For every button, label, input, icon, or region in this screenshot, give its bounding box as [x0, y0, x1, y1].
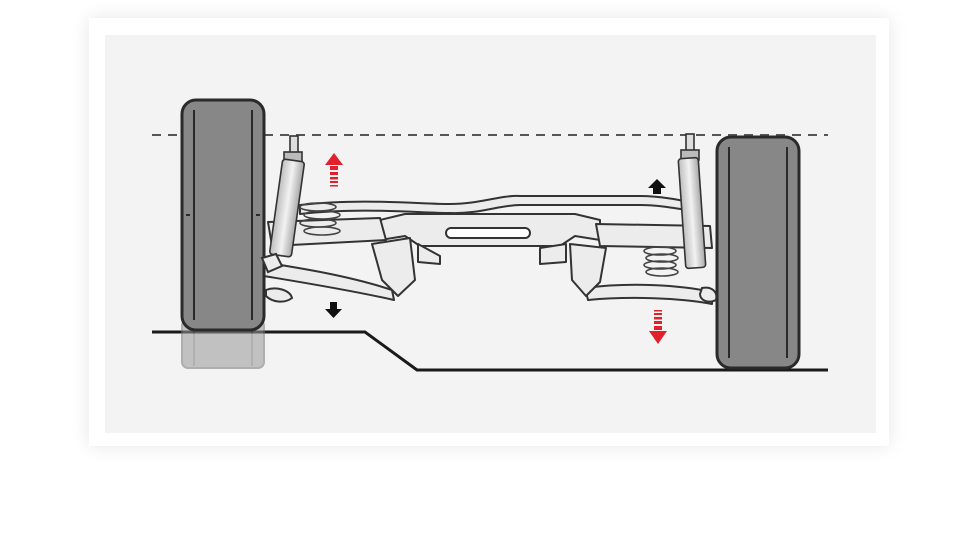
right-wheel-down-arrow: [649, 310, 667, 344]
right-shock-up-arrow: [648, 179, 666, 194]
left-shock-absorber: [269, 135, 305, 258]
right-tire: [715, 135, 801, 370]
center-slot: [445, 227, 531, 239]
left-coil-spring: [299, 202, 341, 236]
right-shock-absorber: [677, 133, 707, 270]
left-tire: [180, 98, 266, 332]
axle-frame: [261, 194, 713, 305]
left-shock-up-arrow: [325, 153, 343, 187]
right-coil-spring: [643, 246, 679, 277]
left-hub: [260, 252, 294, 303]
right-hub: [698, 286, 718, 303]
left-wheel-down-arrow: [325, 302, 342, 318]
